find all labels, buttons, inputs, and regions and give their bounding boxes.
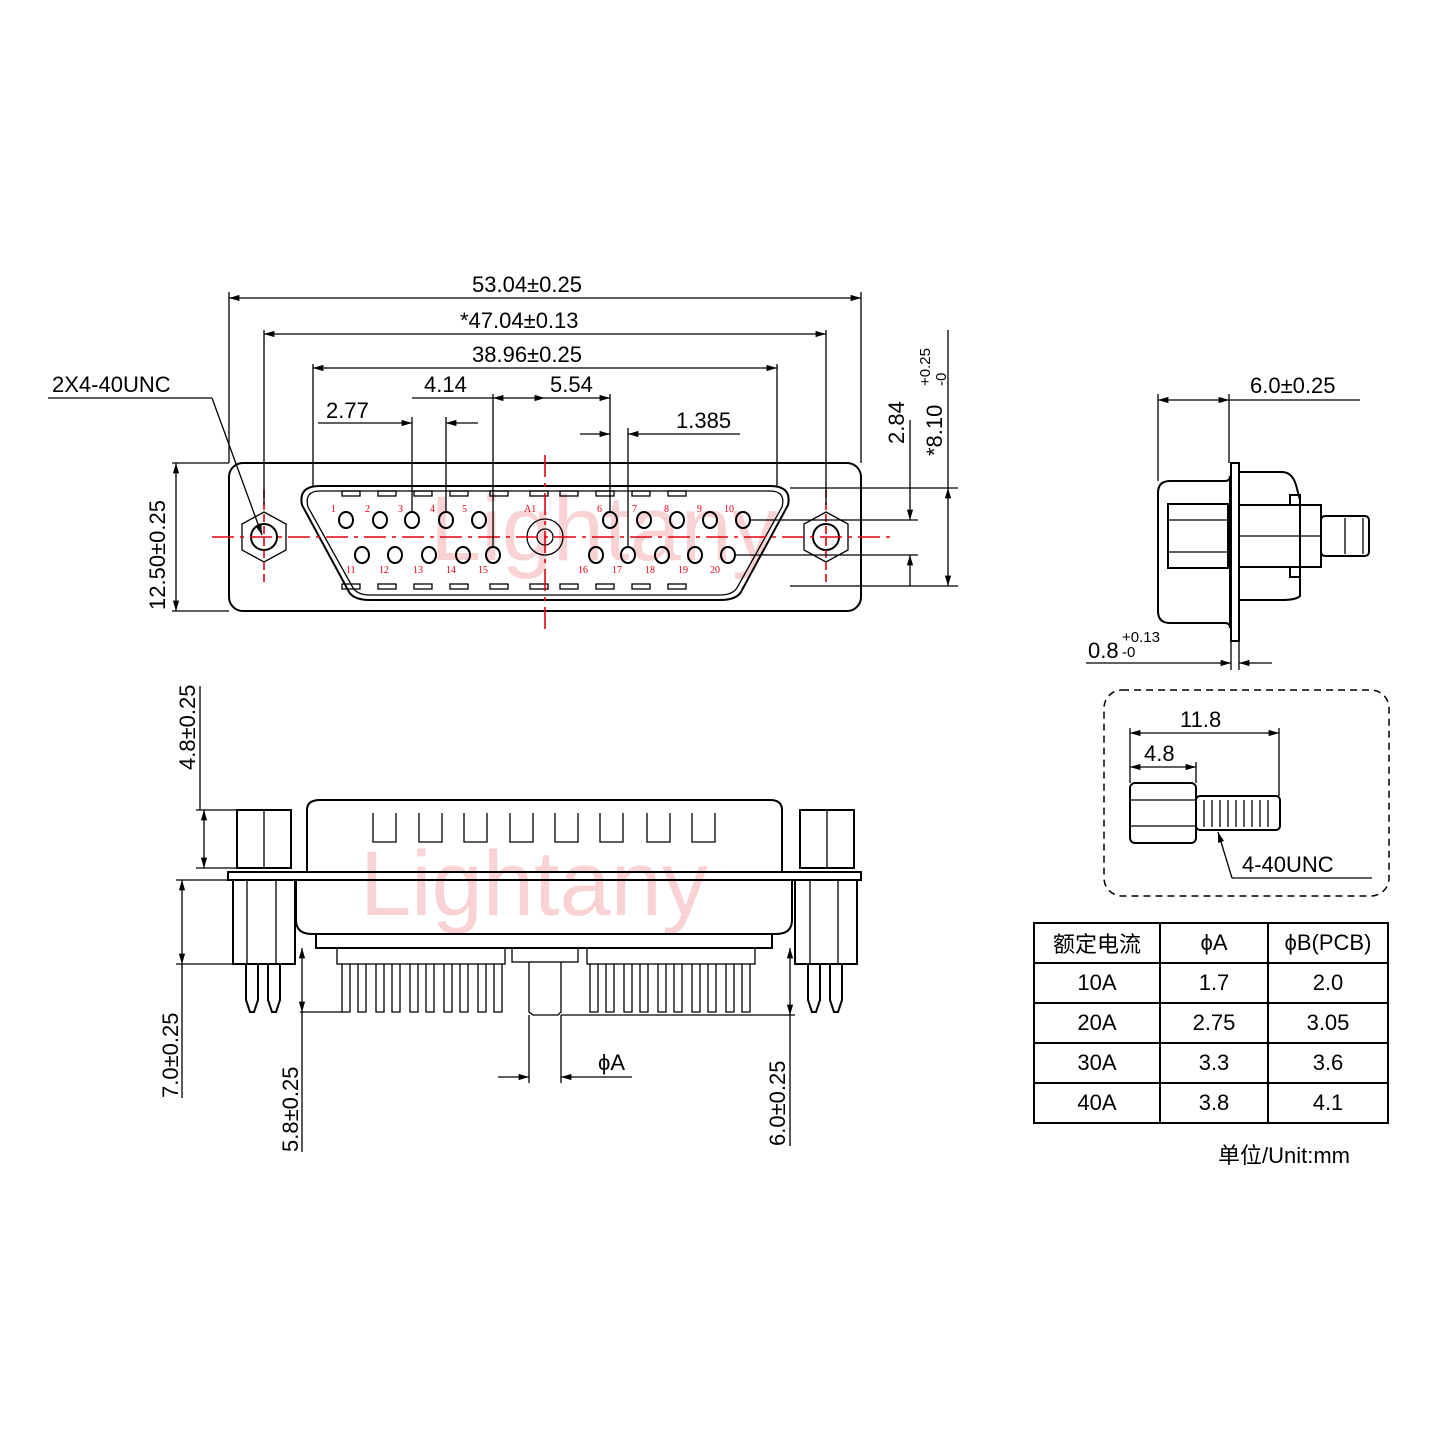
pin-label: A1: [524, 504, 536, 515]
table-cell: 3.6: [1267, 1042, 1389, 1084]
pin-label: 5: [462, 504, 467, 515]
dim-power-pin-length: 6.0±0.25: [765, 1061, 790, 1146]
pin-label: 11: [346, 565, 356, 576]
tol-plus: +0.13: [1122, 629, 1160, 646]
pin-label: 19: [678, 565, 688, 576]
dim-5-54: 5.54: [550, 372, 593, 397]
pin-label: 15: [478, 565, 488, 576]
dim-hex-length: 4.8: [1144, 741, 1175, 766]
dim-depth: 6.0±0.25: [1250, 373, 1335, 398]
pin-label: 8: [664, 504, 669, 515]
dim-hex-height: 4.8±0.25: [175, 685, 200, 770]
callout-thread: 4-40UNC: [1242, 852, 1334, 877]
tol-plus: +0.25: [917, 348, 934, 386]
dim-height: 12.50±0.25: [145, 500, 170, 610]
pin-label: 9: [697, 504, 702, 515]
pin-label: 20: [710, 565, 720, 576]
pin-label: 7: [632, 504, 637, 515]
header-cell: ϕB(PCB): [1267, 922, 1389, 964]
side-view: 6.0±0.25 0.8 +0.13 -0: [1086, 373, 1370, 670]
watermark: Lightany: [430, 478, 778, 580]
table-row: 30A 3.3 3.6: [1033, 1042, 1389, 1084]
pin-label: 17: [612, 565, 622, 576]
table-row: 20A 2.75 3.05: [1033, 1002, 1389, 1044]
table-row: 10A 1.7 2.0: [1033, 962, 1389, 1004]
tol-minus: -0: [933, 373, 950, 386]
tol-minus: -0: [1122, 644, 1135, 661]
dim-pin-length: 5.8±0.25: [278, 1067, 303, 1152]
table-cell: 2.0: [1267, 962, 1389, 1004]
dim-phi-a: ϕA: [598, 1050, 625, 1075]
pin-label: 2: [365, 504, 370, 515]
table-cell: 10A: [1033, 962, 1161, 1004]
dim-4-14: 4.14: [424, 372, 467, 397]
table-cell: 40A: [1033, 1082, 1161, 1124]
pin-label: 10: [724, 504, 734, 515]
table-cell: 4.1: [1267, 1082, 1389, 1124]
pin-label: 1: [331, 504, 336, 515]
table-row: 40A 3.8 4.1: [1033, 1082, 1389, 1124]
dim-1-385: 1.385: [676, 408, 731, 433]
header-cell: 额定电流: [1033, 922, 1161, 964]
callout-thread: 2X4-40UNC: [52, 372, 171, 397]
table-cell: 3.05: [1267, 1002, 1389, 1044]
header-cell: ϕA: [1159, 922, 1269, 964]
current-rating-table: 额定电流 ϕA ϕB(PCB) 10A 1.7 2.0 20A 2.75 3.0…: [1033, 922, 1389, 1124]
pin-label: 4: [430, 504, 435, 515]
dim-mount-pitch: *47.04±0.13: [460, 308, 579, 333]
table-cell: 3.3: [1159, 1042, 1269, 1084]
dim-total-length: 11.8: [1180, 707, 1221, 732]
table-header-row: 额定电流 ϕA ϕB(PCB): [1033, 922, 1389, 964]
dim-overall-width: 53.04±0.25: [472, 272, 582, 297]
pin-label: 14: [446, 565, 456, 576]
pin-label: 18: [645, 565, 655, 576]
table-cell: 30A: [1033, 1042, 1161, 1084]
screw-detail: 11.8 4.8 4-40UNC: [1103, 689, 1390, 897]
pin-label: 13: [413, 565, 423, 576]
top-view: 1 2 3 4 5 A1 6 7 8 9 10 11 12 13 14 15 1…: [48, 272, 958, 630]
dim-shell-width: 38.96±0.25: [472, 342, 582, 367]
watermark: Lightany: [360, 833, 708, 935]
dim-shell-height: *8.10: [922, 405, 947, 456]
pin-label: 3: [398, 504, 403, 515]
table-cell: 20A: [1033, 1002, 1161, 1044]
dim-flange: 0.8: [1088, 638, 1119, 663]
pin-label: 6: [597, 504, 602, 515]
dim-2-77: 2.77: [326, 398, 369, 423]
table-cell: 1.7: [1159, 962, 1269, 1004]
front-view: 4.8±0.25 7.0±0.25 5.8±0.25 6.0±0.25 ϕA: [158, 685, 862, 1152]
unit-label: 单位/Unit:mm: [1218, 1143, 1351, 1168]
table-cell: 3.8: [1159, 1082, 1269, 1124]
pin-label: 12: [379, 565, 389, 576]
pin-label: 16: [578, 565, 588, 576]
table-cell: 2.75: [1159, 1002, 1269, 1044]
dim-standoff: 7.0±0.25: [158, 1013, 183, 1098]
dim-row-pitch: 2.84: [884, 401, 909, 444]
